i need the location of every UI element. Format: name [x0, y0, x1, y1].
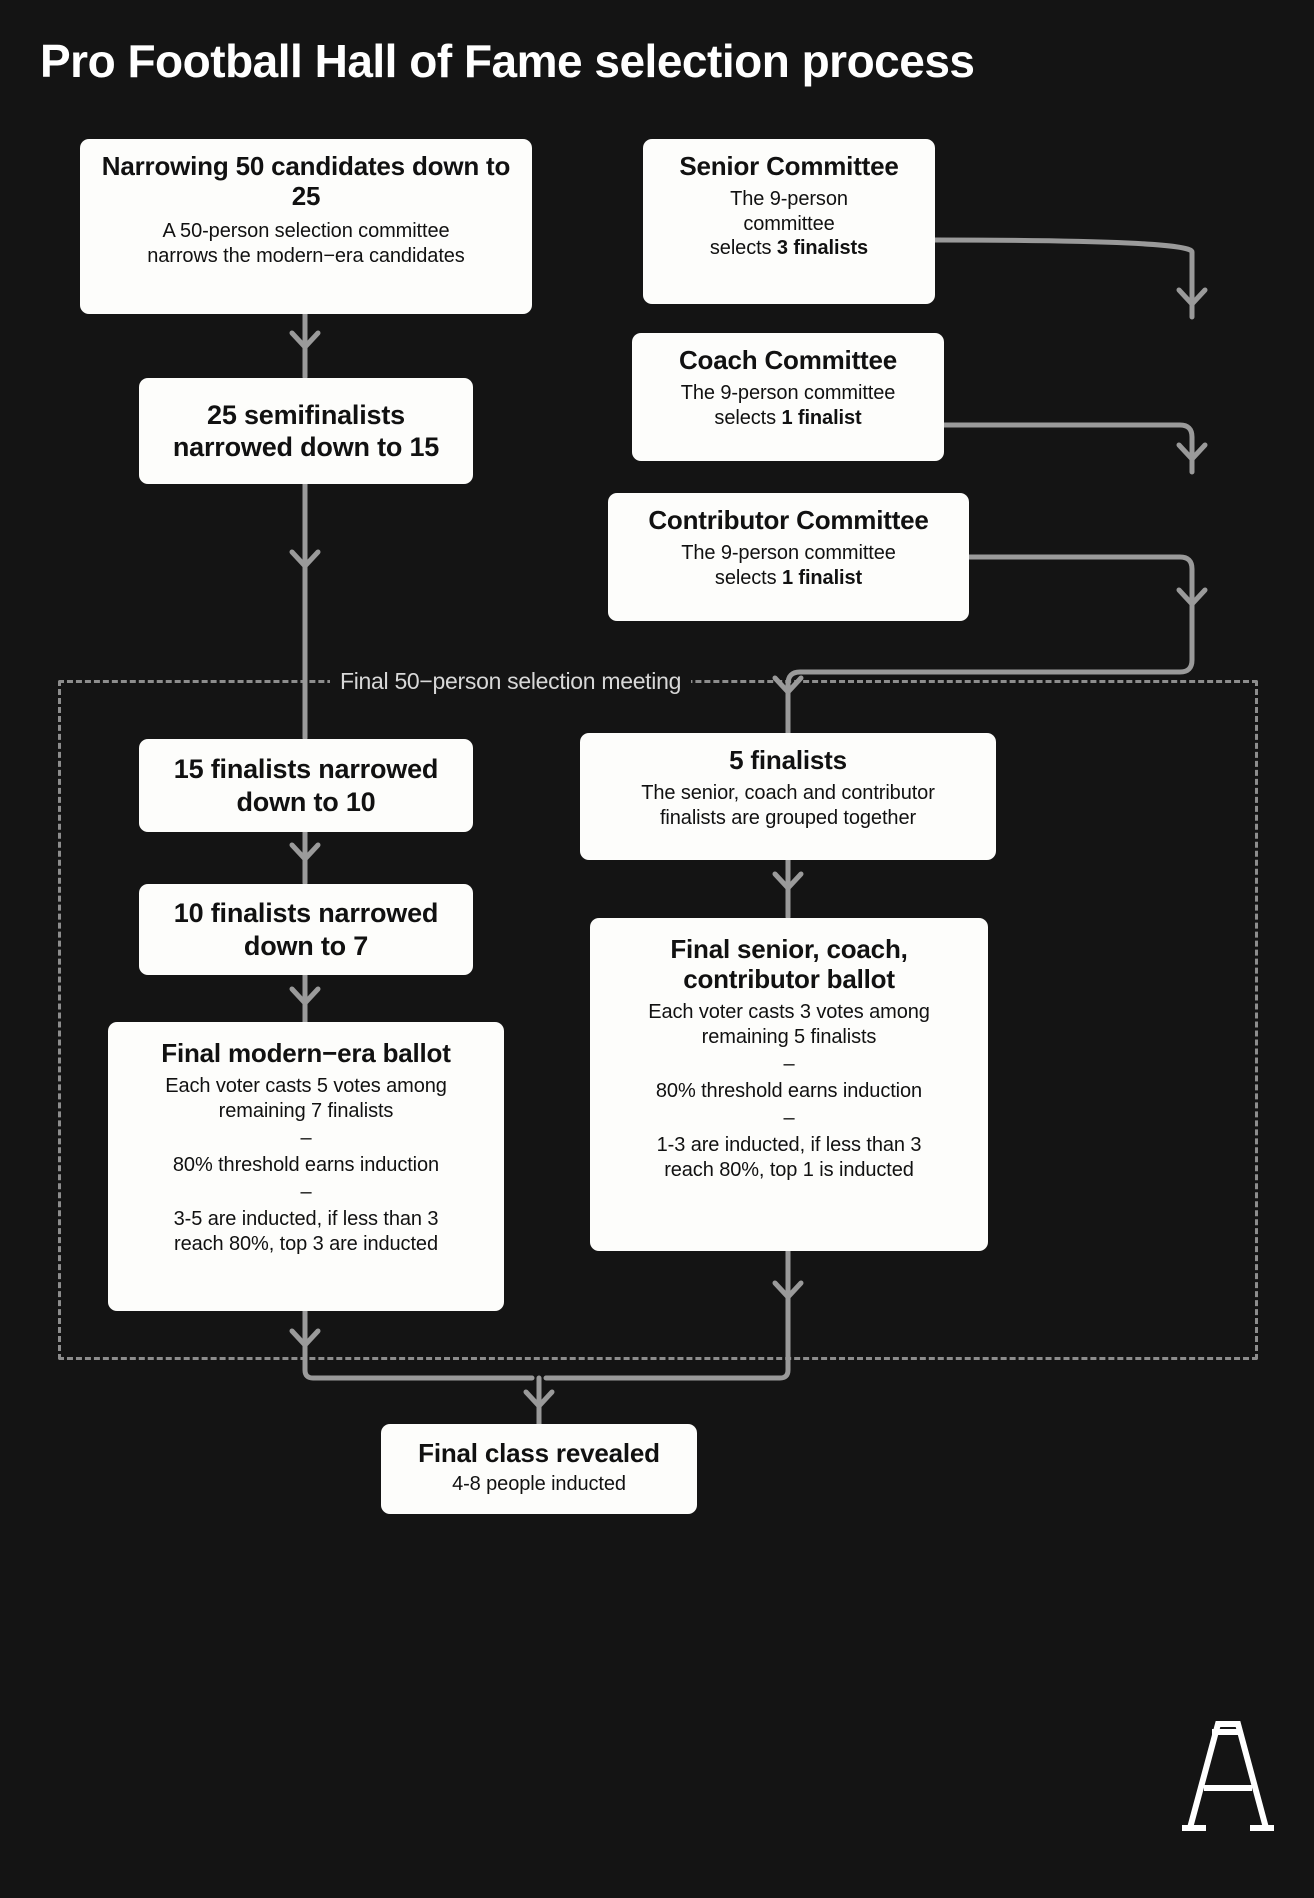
node-body-line-3: selects 3 finalists [657, 236, 921, 260]
node-heading: Narrowing 50 candidates down to 25 [101, 151, 511, 212]
node-body-line-1: The 9-person committee [681, 542, 896, 565]
node-separator-1: – [783, 1053, 795, 1076]
node-senior-committee[interactable]: Senior Committee The 9-person committee … [643, 139, 935, 304]
node-body-line-2: finalists are grouped together [659, 806, 917, 829]
node-body-line-1: Each voter casts 3 votes among [648, 1001, 930, 1024]
node-body-prefix: selects [714, 406, 782, 429]
node-heading: Final modern−era ballot [161, 1038, 451, 1068]
node-body-line-2: remaining 5 finalists [701, 1025, 877, 1048]
node-separator-1: – [300, 1126, 312, 1149]
node-heading: Senior Committee [679, 151, 899, 181]
node-heading: 10 finalists narrowed down to 7 [173, 898, 439, 961]
node-heading: Coach Committee [678, 345, 898, 375]
node-body-line-2: selects 1 finalist [646, 406, 930, 430]
node-body-line-5: reach 80%, top 1 is inducted [664, 1158, 914, 1181]
node-body-line-2: selects 1 finalist [622, 566, 955, 590]
node-body-emphasis: 1 finalist [781, 406, 862, 429]
node-body-emphasis: 3 finalists [776, 236, 869, 259]
node-25-semifinalists[interactable]: 25 semifinalists narrowed down to 15 [139, 378, 473, 484]
node-5-finalists[interactable]: 5 finalists The senior, coach and contri… [580, 733, 996, 860]
node-body-line-4: 1-3 are inducted, if less than 3 [656, 1134, 922, 1157]
node-15-finalists[interactable]: 15 finalists narrowed down to 10 [139, 739, 473, 832]
node-body-line-2: remaining 7 finalists [218, 1099, 394, 1122]
node-body-line-1: The senior, coach and contributor [641, 782, 935, 805]
node-heading: Contributor Committee [648, 505, 929, 535]
node-heading: Final class revealed [418, 1438, 660, 1468]
node-heading: 15 finalists narrowed down to 10 [173, 754, 439, 817]
node-body-line-1: A 50-person selection committee [162, 220, 450, 243]
node-contributor-committee[interactable]: Contributor Committee The 9-person commi… [608, 493, 969, 621]
node-10-finalists[interactable]: 10 finalists narrowed down to 7 [139, 884, 473, 975]
node-separator-2: – [783, 1107, 795, 1130]
node-body-line-1: The 9-person committee [680, 382, 896, 405]
node-body-prefix: selects [709, 236, 777, 259]
node-separator-2: – [300, 1181, 312, 1204]
node-body-prefix: selects [714, 566, 782, 589]
node-body-line-1: 4-8 people inducted [452, 1473, 626, 1496]
node-final-modern-era-ballot[interactable]: Final modern−era ballot Each voter casts… [108, 1022, 504, 1311]
the-athletic-logo [1176, 1706, 1280, 1834]
node-narrowing-50-candidates[interactable]: Narrowing 50 candidates down to 25 A 50-… [80, 139, 532, 314]
node-body-line-5: reach 80%, top 3 are inducted [174, 1232, 438, 1255]
node-body-line-1: Each voter casts 5 votes among [165, 1075, 447, 1098]
node-coach-committee[interactable]: Coach Committee The 9-person committee s… [632, 333, 944, 461]
node-body-emphasis: 1 finalist [781, 566, 863, 589]
node-body-line-3: 80% threshold earns induction [655, 1080, 923, 1103]
node-final-senior-coach-contributor-ballot[interactable]: Final senior, coach, contributor ballot … [590, 918, 988, 1251]
node-final-class-revealed[interactable]: Final class revealed 4-8 people inducted [381, 1424, 697, 1514]
node-body-line-4: 3-5 are inducted, if less than 3 [173, 1208, 439, 1231]
node-heading: 25 semifinalists narrowed down to 15 [172, 399, 440, 462]
final-selection-meeting-label: Final 50−person selection meeting [330, 668, 692, 695]
node-body-line-2: narrows the modern−era candidates [147, 244, 465, 267]
node-body-line-3: 80% threshold earns induction [172, 1153, 440, 1176]
node-body-line-1: The 9-person [730, 188, 848, 211]
node-body-line-2: committee [743, 212, 835, 235]
node-heading: Final senior, coach, contributor ballot [670, 934, 908, 995]
node-heading: 5 finalists [729, 745, 847, 775]
page-title: Pro Football Hall of Fame selection proc… [40, 35, 975, 87]
